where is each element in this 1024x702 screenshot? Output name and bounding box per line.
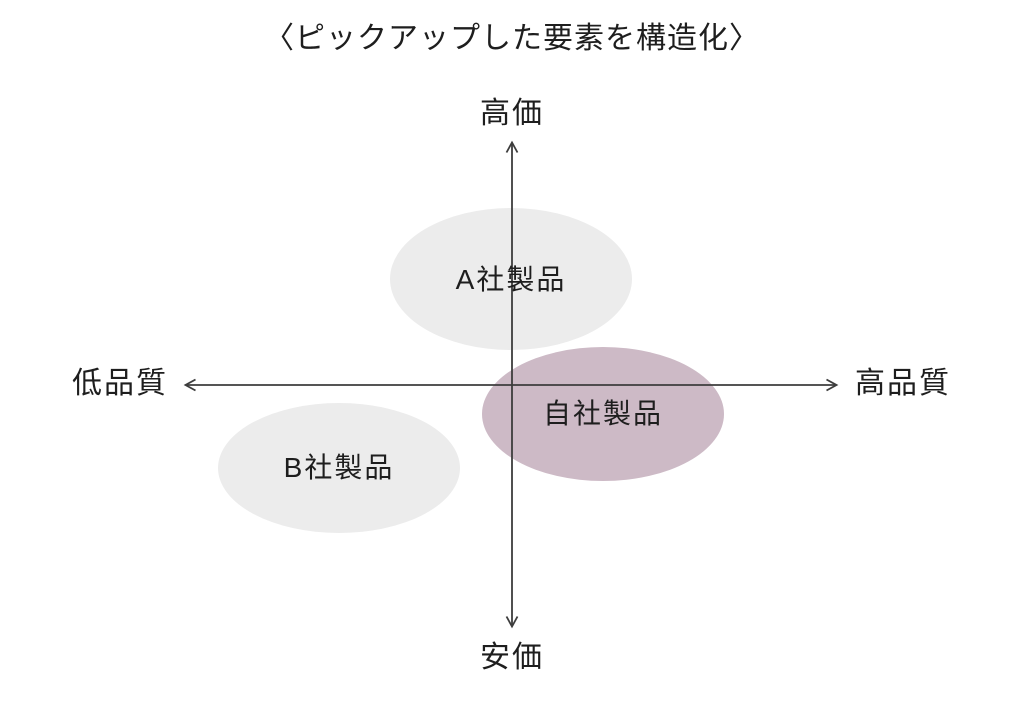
axis-label-bottom: 安価 — [480, 641, 544, 674]
axis-label-left: 低品質 — [72, 367, 168, 400]
axis-label-top: 高価 — [480, 97, 544, 130]
ellipse-label-own-product: 自社製品 — [542, 398, 664, 429]
axis-label-right: 高品質 — [855, 367, 951, 400]
ellipse-label-company-b: B社製品 — [283, 452, 395, 483]
ellipse-company-b — [218, 403, 460, 533]
ellipse-label-company-a: A社製品 — [455, 264, 567, 295]
diagram-title: 〈ピックアップした要素を構造化〉 — [264, 22, 760, 55]
